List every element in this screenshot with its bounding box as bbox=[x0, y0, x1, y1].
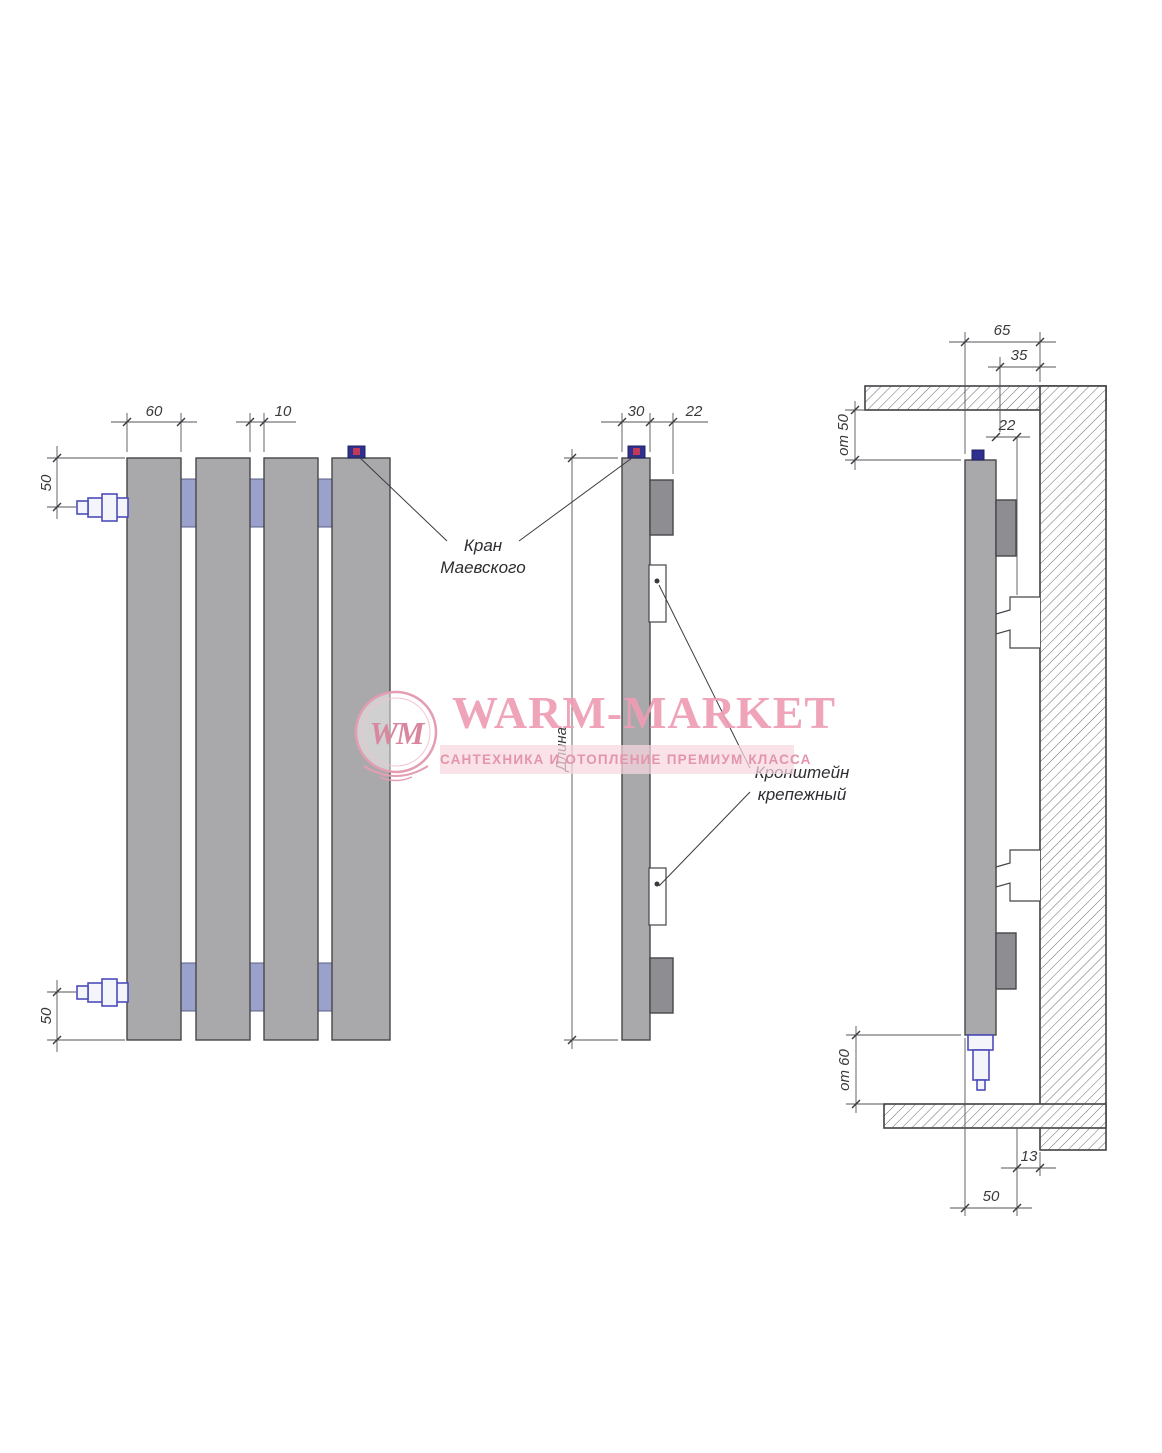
pipe-bottom-collar bbox=[101, 978, 118, 1007]
mount-clip-top bbox=[648, 564, 667, 623]
valve-label-line1: Кран bbox=[464, 536, 503, 555]
wall-hook-top bbox=[995, 596, 1040, 649]
dim-label-gap: 10 bbox=[275, 403, 292, 420]
laurel-ornament bbox=[363, 765, 429, 777]
connector-bottom bbox=[180, 962, 197, 1012]
dim-label-top-pipe: 50 bbox=[38, 474, 55, 491]
watermark-title: WARM-MARKET bbox=[452, 687, 837, 738]
laurel-ornament bbox=[379, 776, 413, 782]
bottom-valve-stem bbox=[972, 1049, 990, 1081]
radiator-section bbox=[195, 457, 251, 1041]
dim-label-35: 35 bbox=[1011, 347, 1028, 364]
watermark: WM WARM-MARKET САНТЕХНИКА И ОТОПЛЕНИЕ ПР… bbox=[338, 684, 835, 790]
radiator-wall-panel bbox=[964, 459, 997, 1036]
bracket-pad-bottom bbox=[995, 932, 1017, 990]
connector-top bbox=[180, 478, 197, 528]
mount-clip-bottom bbox=[648, 867, 667, 926]
dim-label-bracket-offset: 22 bbox=[685, 403, 703, 420]
bracket-pad-top bbox=[995, 499, 1017, 557]
connector-bottom bbox=[249, 962, 265, 1012]
wall-hook-bottom bbox=[995, 849, 1040, 902]
valve-dot bbox=[353, 448, 360, 455]
bracket-pad-bottom bbox=[649, 957, 674, 1014]
dim-label-65: 65 bbox=[994, 322, 1011, 339]
pipe-bottom-end bbox=[76, 985, 89, 1000]
bottom-valve-body bbox=[967, 1034, 994, 1051]
dim-label-section-width: 60 bbox=[146, 403, 163, 420]
pipe-top-collar bbox=[101, 493, 118, 522]
watermark-subtitle: САНТЕХНИКА И ОТОПЛЕНИЕ ПРЕМИУМ КЛАССА bbox=[440, 745, 810, 774]
wall-mount-view: 65 35 22 от 50 от 60 13 bbox=[835, 322, 1107, 1216]
dim-label-min-top: от 50 bbox=[835, 414, 852, 456]
bracket-label-line2: крепежный bbox=[758, 785, 847, 804]
pipe-top-end bbox=[76, 500, 89, 515]
front-view: 60 10 50 50 bbox=[38, 403, 391, 1052]
radiator-section bbox=[126, 457, 182, 1041]
valve-label-line2: Маевского bbox=[440, 558, 525, 577]
valve-dot bbox=[633, 448, 640, 455]
dim-label-min-bottom: от 60 bbox=[836, 1049, 853, 1091]
clip-hole bbox=[654, 578, 660, 584]
clip-hole bbox=[654, 881, 660, 887]
radiator-section bbox=[263, 457, 319, 1041]
connector-top bbox=[249, 478, 265, 528]
watermark-logo: WM bbox=[354, 690, 438, 782]
watermark-initials: WM bbox=[370, 715, 426, 751]
dim-label-depth: 30 bbox=[628, 403, 645, 420]
dim-label-22: 22 bbox=[998, 417, 1016, 434]
dim-label-bottom-pipe: 50 bbox=[38, 1007, 55, 1024]
bottom-valve-tip bbox=[976, 1079, 986, 1091]
connector-top bbox=[317, 478, 333, 528]
dim-label-13: 13 bbox=[1021, 1148, 1038, 1165]
connector-bottom bbox=[317, 962, 333, 1012]
bracket-pad-top bbox=[649, 479, 674, 536]
valve-top-mark bbox=[971, 449, 985, 461]
dim-label-50: 50 bbox=[983, 1188, 1000, 1205]
